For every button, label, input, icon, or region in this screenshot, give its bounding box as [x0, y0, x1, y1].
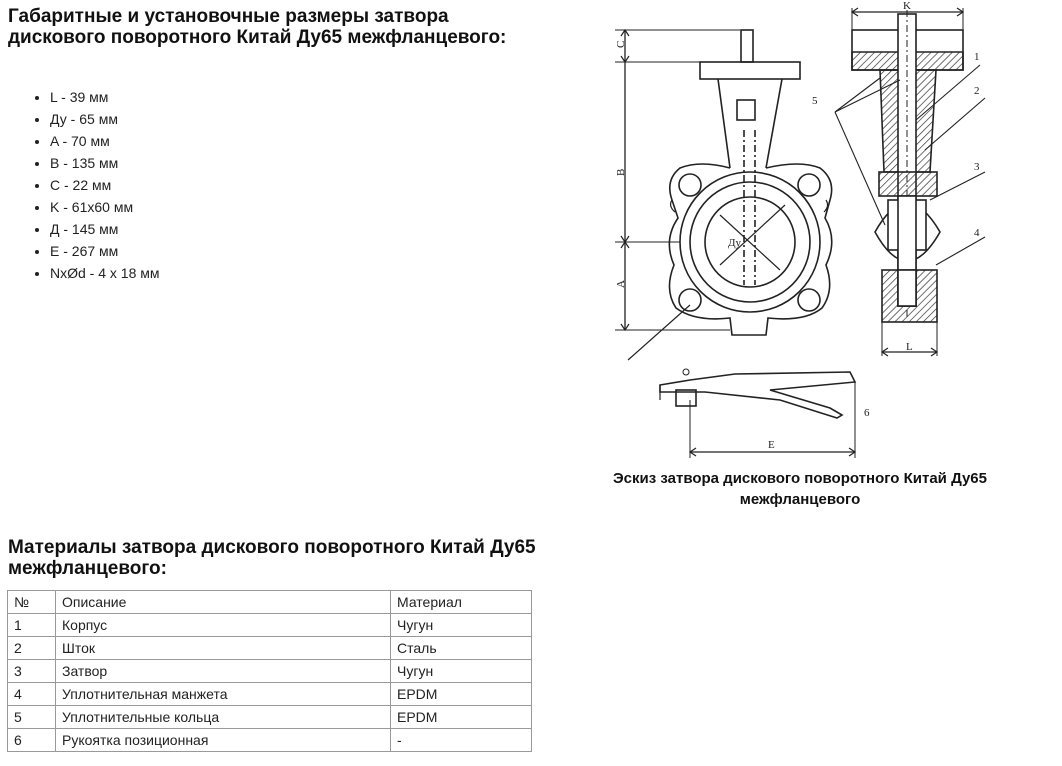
front-bolt-hole: [797, 288, 821, 312]
front-bore: [704, 196, 796, 288]
cell-material: Чугун: [390, 659, 532, 683]
front-top-flange: [699, 61, 801, 80]
cell-material: Чугун: [390, 613, 532, 637]
cell-material: EPDM: [390, 682, 532, 706]
dimension-item: Ду - 65 мм: [50, 108, 160, 130]
part-label-1: 1: [974, 51, 980, 63]
part-label-3: 3: [974, 161, 980, 173]
cell-number: 1: [7, 613, 56, 637]
dimension-item: B - 135 мм: [50, 152, 160, 174]
table-row: 3 Затвор Чугун: [7, 659, 532, 683]
part-label-4: 4: [974, 227, 980, 239]
cell-description: Уплотнительная манжета: [55, 682, 391, 706]
dimension-item: L - 39 мм: [50, 86, 160, 108]
cell-material: EPDM: [390, 705, 532, 729]
dimension-item: E - 267 мм: [50, 240, 160, 262]
header-number: №: [7, 590, 56, 614]
cell-material: Сталь: [390, 636, 532, 660]
front-bolt-hole: [678, 288, 702, 312]
front-neck: [717, 78, 783, 169]
handle-lever: [659, 371, 857, 419]
table-row: 4 Уплотнительная манжета EPDM: [7, 682, 532, 706]
front-window: [736, 99, 756, 121]
cell-description: Затвор: [55, 659, 391, 683]
cell-material: -: [390, 728, 532, 752]
materials-table: № Описание Материал 1 Корпус Чугун 2 Што…: [7, 590, 532, 752]
dimensions-list: L - 39 мм Ду - 65 мм A - 70 мм B - 135 м…: [28, 86, 160, 284]
cell-number: 4: [7, 682, 56, 706]
cell-number: 2: [7, 636, 56, 660]
dimension-item: Д - 145 мм: [50, 218, 160, 240]
valve-sketch: K C B A Ду L E 1 2 3 4 5 6: [615, 0, 986, 458]
front-seat-ring: [689, 181, 811, 303]
cell-number: 5: [7, 705, 56, 729]
table-row: 2 Шток Сталь: [7, 636, 532, 660]
dimension-item: K - 61х60 мм: [50, 196, 160, 218]
table-header-row: № Описание Материал: [7, 590, 532, 614]
materials-title: Материалы затвора дискового поворотного …: [8, 537, 536, 579]
dimension-item: C - 22 мм: [50, 174, 160, 196]
handle-hub: [675, 389, 697, 407]
cell-number: 6: [7, 728, 56, 752]
cell-description: Корпус: [55, 613, 391, 637]
dim-label-b: B: [615, 169, 627, 176]
part-label-2: 2: [974, 85, 980, 97]
table-row: 1 Корпус Чугун: [7, 613, 532, 637]
cell-description: Шток: [55, 636, 391, 660]
cell-number: 3: [7, 659, 56, 683]
dimensions-title: Габаритные и установочные размеры затвор…: [8, 6, 507, 48]
table-row: 6 Рукоятка позиционная -: [7, 728, 532, 752]
front-stem-top: [740, 29, 754, 63]
header-material: Материал: [390, 590, 532, 614]
front-body: [668, 163, 833, 336]
front-bolt-hole: [678, 173, 702, 197]
sketch-caption: Эскиз затвора дискового поворотного Кита…: [613, 470, 987, 508]
dim-label-k: K: [903, 0, 911, 12]
dim-label-c: C: [615, 41, 627, 48]
dimension-item: NхØd - 4 х 18 мм: [50, 262, 160, 284]
part-label-6: 6: [864, 407, 870, 419]
front-bolt-hole: [797, 173, 821, 197]
side-seal-block: [878, 171, 938, 197]
dim-label-e: E: [768, 439, 775, 451]
cell-description: Рукоятка позиционная: [55, 728, 391, 752]
cell-description: Уплотнительные кольца: [55, 705, 391, 729]
dim-label-du: Ду: [728, 237, 742, 249]
dimension-item: A - 70 мм: [50, 130, 160, 152]
dim-label-a: A: [615, 280, 627, 288]
header-description: Описание: [55, 590, 391, 614]
table-row: 5 Уплотнительные кольца EPDM: [7, 705, 532, 729]
dim-label-l: L: [906, 341, 913, 353]
part-label-5: 5: [812, 95, 818, 107]
